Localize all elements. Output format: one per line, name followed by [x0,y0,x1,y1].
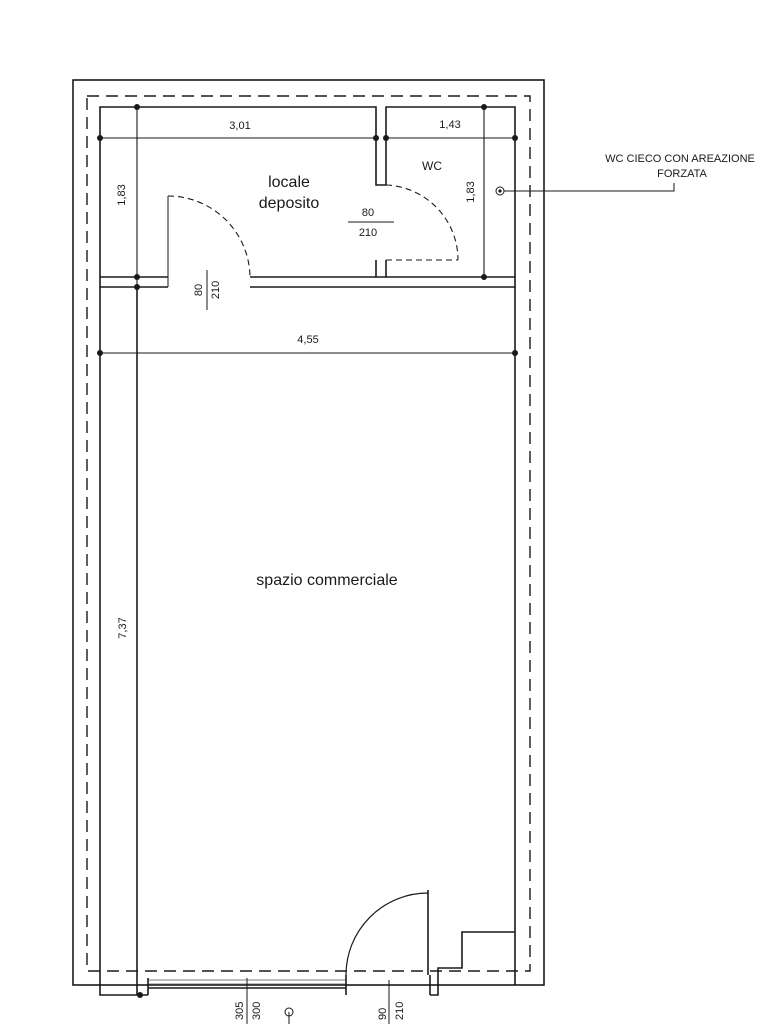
dim-wc-height: 1,83 [465,181,477,202]
deposito-wall [99,106,516,288]
dashed-boundary [86,95,531,972]
room-label-wc: WC [422,159,442,173]
hall-left-wall [99,287,148,996]
dim-hall-height: 7,37 [117,617,129,638]
dim-dot [97,350,103,356]
hall-right-step [430,931,515,996]
annotation-leader [504,183,675,192]
dim-dot [512,135,518,141]
storefront-center-mark [284,1007,294,1017]
entrance-door-width: 90 [377,1008,389,1020]
wc-door-height: 210 [359,227,377,239]
dim-hall-width: 4,55 [297,334,318,346]
dim-dot [373,135,379,141]
annotation-line-2: FORZATA [657,168,707,180]
dim-dot [383,135,389,141]
wc-partition-bottom [375,260,387,278]
deposito-door-width: 80 [193,284,205,296]
wc-door-width: 80 [362,207,374,219]
ventilation-icon-core [498,189,502,193]
wc-door-swing [385,184,459,261]
annotation-line-1: WC CIECO CON AREAZIONE [605,153,755,165]
storefront-width: 305 [234,1002,246,1020]
dim-dot [134,104,140,110]
room-label-deposito-2: deposito [259,195,320,212]
dim-dot [481,104,487,110]
dim-dot [134,284,140,290]
room-label-deposito-1: locale [268,174,310,191]
dim-deposito-height: 1,83 [116,184,128,205]
dim-dot [97,135,103,141]
entrance-door-height: 210 [394,1002,406,1020]
dim-dot [134,274,140,280]
room-label-commerciale: spazio commerciale [256,572,397,589]
storefront-height: 300 [251,1002,263,1020]
outer-wall [72,79,545,986]
deposito-door-swing [167,195,251,279]
deposito-door-height: 210 [210,281,222,299]
dim-dot [481,274,487,280]
dim-wc-width: 1,43 [439,119,460,131]
entrance-door-swing [345,892,429,976]
dim-dot [512,350,518,356]
dim-dot [137,992,143,998]
dim-deposito-width: 3,01 [229,120,250,132]
